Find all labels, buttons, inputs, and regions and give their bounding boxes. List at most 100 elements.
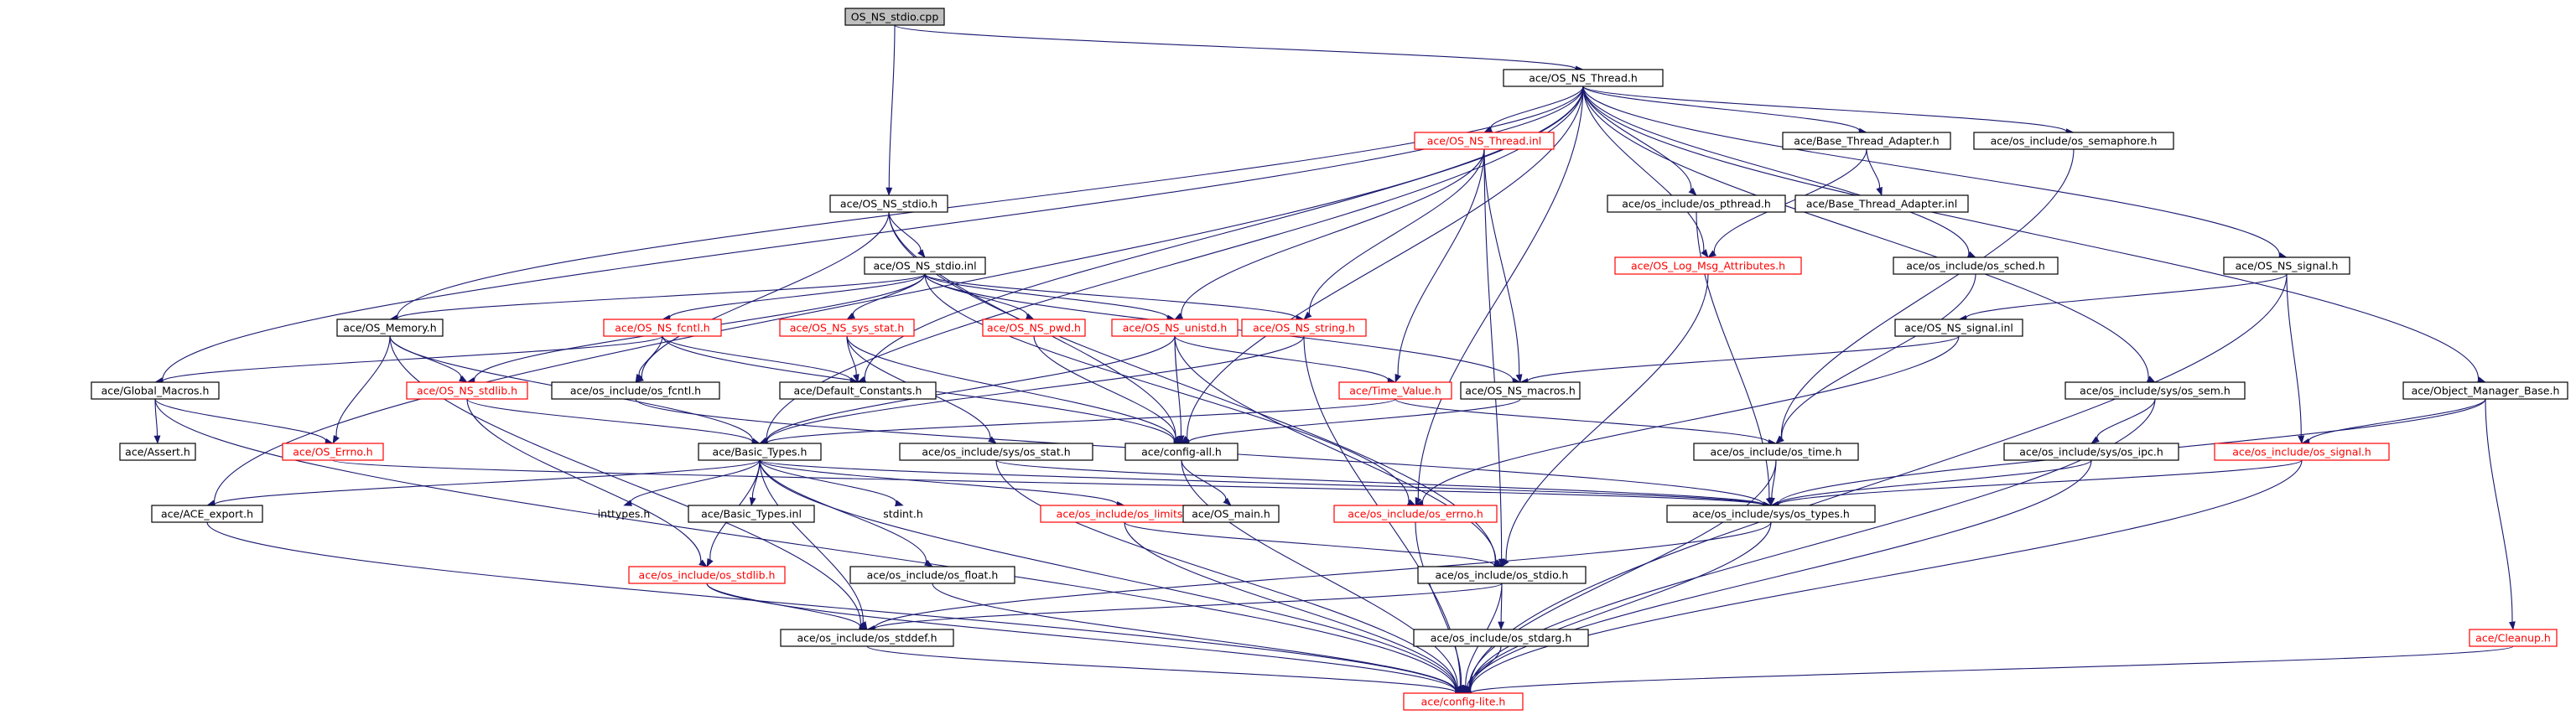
node-box — [2402, 381, 2568, 400]
node-label: ace/os_include/os_limits.h — [1057, 508, 1193, 521]
edge-pwd_h-to-config_all_h — [1033, 335, 1182, 444]
node-stdlib-h[interactable]: ace/OS_NS_stdlib.h — [406, 381, 528, 400]
edge-thread_h-to-global_macros_h — [154, 85, 1584, 384]
node-string-h[interactable]: ace/OS_NS_string.h — [1241, 319, 1367, 337]
node-ace-export-h[interactable]: ace/ACE_export.h — [151, 505, 263, 523]
edge-sys_os_stat_h-to-config_lite_h — [995, 459, 1464, 694]
node-cleanup-h[interactable]: ace/Cleanup.h — [2469, 629, 2558, 647]
node-stdio-inl[interactable]: ace/OS_NS_stdio.inl — [864, 256, 986, 275]
edge-os_memory_h-to-os_errno_h — [332, 335, 391, 444]
edge-sys_stat_h-to-default_constants_h — [846, 335, 860, 383]
edge-stdlib_h-to-os_stdlib_h — [466, 398, 708, 567]
graph-edges — [153, 24, 2516, 697]
edge-basic_types_h-to-sys_os_types_h — [759, 459, 1772, 509]
node-basic-types-inl[interactable]: ace/Basic_Types.inl — [688, 505, 815, 523]
node-os-semaphore-h[interactable]: ace/os_include/os_semaphore.h — [1973, 132, 2174, 150]
node-box — [1794, 194, 1969, 213]
edge-log_msg_attributes_h-to-os_stdio_h — [1501, 273, 1709, 567]
node-macros-h[interactable]: ace/OS_NS_macros.h — [1460, 381, 1581, 400]
node-sys-os-ipc-h[interactable]: ace/os_include/sys/os_ipc.h — [2003, 443, 2179, 461]
node-sys-os-stat-h[interactable]: ace/os_include/sys/os_stat.h — [899, 443, 1093, 461]
node-box — [1607, 194, 1786, 213]
node-unistd-h[interactable]: ace/OS_NS_unistd.h — [1111, 319, 1239, 337]
node-box — [628, 566, 786, 584]
node-pwd-h[interactable]: ace/OS_NS_pwd.h — [982, 319, 1086, 337]
edge-signal_h-to-signal_inl — [1958, 273, 2288, 322]
node-box — [2003, 443, 2179, 461]
node-label: ace/os_include/os_errno.h — [1348, 508, 1483, 521]
node-box — [1893, 256, 2059, 275]
node-box — [1414, 132, 1555, 150]
node-os-errno-include-h[interactable]: ace/os_include/os_errno.h — [1333, 505, 1498, 523]
node-thread-inl[interactable]: ace/OS_NS_Thread.inl — [1414, 132, 1555, 150]
node-label: ace/os_include/os_stdlib.h — [639, 569, 776, 582]
node-box — [1894, 319, 2023, 337]
node-os-fcntl-h[interactable]: ace/os_include/os_fcntl.h — [551, 381, 720, 400]
node-config-lite-h[interactable]: ace/config-lite.h — [1403, 692, 1524, 711]
node-box — [1460, 381, 1581, 400]
node-fcntl-h[interactable]: ace/OS_NS_fcntl.h — [603, 319, 722, 337]
node-os-float-h[interactable]: ace/os_include/os_float.h — [849, 566, 1015, 584]
node-signal-inl[interactable]: ace/OS_NS_signal.inl — [1894, 319, 2023, 337]
node-sys-os-types-h[interactable]: ace/os_include/sys/os_types.h — [1666, 505, 1876, 523]
node-label: ace/config-all.h — [1141, 446, 1222, 458]
edge-config_all_h-to-os_main_h — [1181, 459, 1232, 506]
node-os-signal-h[interactable]: ace/os_include/os_signal.h — [2214, 443, 2390, 461]
node-os-limits-h[interactable]: ace/os_include/os_limits.h — [1040, 505, 1209, 523]
node-config-all-h[interactable]: ace/config-all.h — [1124, 443, 1239, 461]
node-time-value-h[interactable]: ace/Time_Value.h — [1338, 381, 1452, 400]
node-base-thread-adapter-inl[interactable]: ace/Base_Thread_Adapter.inl — [1794, 194, 1969, 213]
edge-base_thread_adapter_h-to-base_thread_adapter_inl — [1866, 148, 1883, 196]
node-box — [1693, 443, 1859, 461]
node-label: ace/OS_NS_pwd.h — [987, 322, 1081, 334]
node-log-msg-attributes-h[interactable]: ace/OS_Log_Msg_Attributes.h — [1614, 256, 1802, 275]
node-os-stdio-h[interactable]: ace/os_include/os_stdio.h — [1417, 566, 1587, 584]
node-base-thread-adapter-h[interactable]: ace/Base_Thread_Adapter.h — [1782, 132, 1951, 150]
node-os-pthread-h[interactable]: ace/os_include/os_pthread.h — [1607, 194, 1786, 213]
node-box — [1413, 629, 1589, 647]
node-sys-os-sem-h[interactable]: ace/os_include/sys/os_sem.h — [2064, 381, 2246, 400]
edge-fcntl_h-to-default_constants_h — [662, 335, 859, 384]
node-os-time-h[interactable]: ace/os_include/os_time.h — [1693, 443, 1859, 461]
node-label: inttypes.h — [598, 508, 651, 521]
node-os-sched-h[interactable]: ace/os_include/os_sched.h — [1893, 256, 2059, 275]
node-basic-types-h[interactable]: ace/Basic_Types.h — [698, 443, 822, 461]
node-os-stdlib-h[interactable]: ace/os_include/os_stdlib.h — [628, 566, 786, 584]
edge-thread_inl-to-unistd_h — [1174, 148, 1485, 320]
node-box — [336, 319, 444, 337]
edge-sys_os_sem_h-to-sys_os_ipc_h — [2090, 398, 2156, 444]
edge-object_manager_base_h-to-os_signal_h — [2301, 398, 2486, 445]
node-root[interactable]: OS_NS_stdio.cpp — [844, 8, 945, 26]
node-global-macros-h[interactable]: ace/Global_Macros.h — [91, 381, 220, 400]
node-sys-stat-h[interactable]: ace/OS_NS_sys_stat.h — [779, 319, 915, 337]
node-inttypes-h[interactable]: inttypes.h — [597, 505, 651, 522]
node-os-errno-h[interactable]: ace/OS_Errno.h — [282, 443, 384, 461]
node-label: ace/Basic_Types.h — [713, 446, 808, 458]
node-label: ace/OS_Log_Msg_Attributes.h — [1631, 260, 1785, 272]
edge-unistd_h-to-config_all_h — [1174, 335, 1185, 444]
node-label: ace/os_include/os_stdarg.h — [1431, 632, 1572, 645]
edge-base_thread_adapter_h-to-log_msg_attributes_h — [1707, 148, 1867, 258]
edge-os_semaphore_h-to-os_time_h — [1775, 148, 2075, 444]
node-thread-h[interactable]: ace/OS_NS_Thread.h — [1503, 69, 1664, 87]
node-box — [779, 381, 937, 400]
node-box — [1417, 566, 1587, 584]
node-label: ace/os_include/sys/os_stat.h — [922, 446, 1070, 458]
node-signal-h[interactable]: ace/OS_NS_signal.h — [2223, 256, 2350, 275]
edge-ace_export_h-to-config_lite_h — [206, 521, 1464, 696]
node-box — [1241, 319, 1367, 337]
node-os-stddef-h[interactable]: ace/os_include/os_stddef.h — [780, 629, 954, 647]
node-stdio-h[interactable]: ace/OS_NS_stdio.h — [829, 194, 948, 213]
node-os-stdarg-h[interactable]: ace/os_include/os_stdarg.h — [1413, 629, 1589, 647]
node-stdint-h[interactable]: stdint.h — [878, 505, 928, 522]
edge-thread_h-to-signal_h — [1582, 85, 2288, 259]
node-label: ace/os_include/os_stdio.h — [1436, 569, 1569, 582]
edge-thread_h-to-object_manager_base_h — [1582, 85, 2486, 383]
node-os-main-h[interactable]: ace/OS_main.h — [1182, 505, 1280, 523]
node-label: ace/OS_Errno.h — [293, 446, 372, 458]
edge-time_value_h-to-basic_types_h — [759, 398, 1396, 447]
node-assert-h[interactable]: ace/Assert.h — [119, 443, 196, 461]
node-object-manager-base-h[interactable]: ace/Object_Manager_Base.h — [2402, 381, 2568, 400]
node-default-constants-h[interactable]: ace/Default_Constants.h — [779, 381, 937, 400]
node-os-memory-h[interactable]: ace/OS_Memory.h — [336, 319, 444, 337]
